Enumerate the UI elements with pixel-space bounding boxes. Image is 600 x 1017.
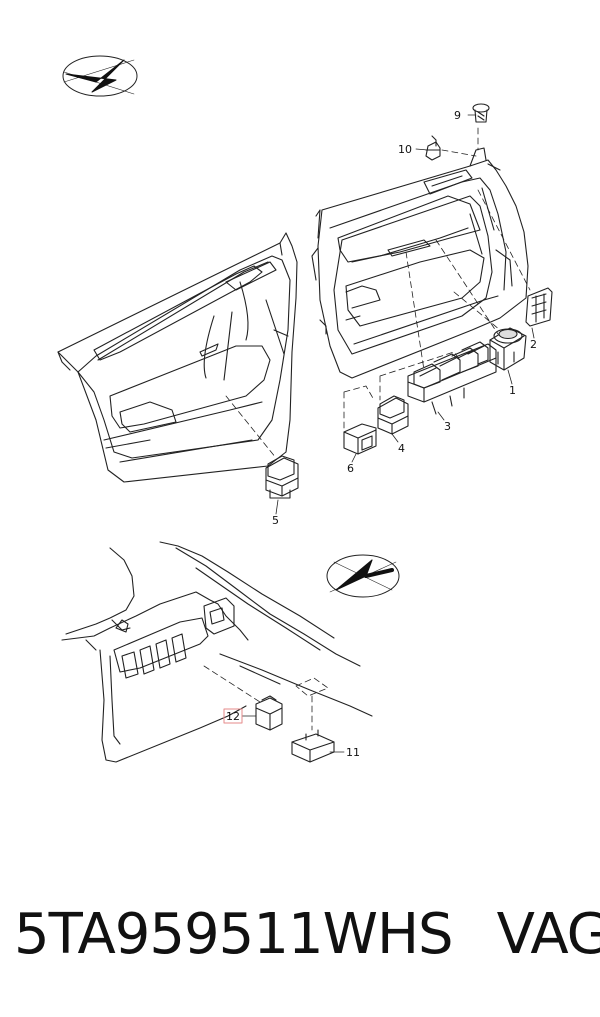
part-caption: 5TA959511WHS VAG	[14, 902, 600, 967]
part-2-switch	[525, 287, 553, 327]
part-11-lamp	[291, 729, 335, 763]
left-door-panel	[57, 232, 298, 483]
right-door-panel	[311, 147, 529, 379]
reference-lines	[225, 127, 531, 459]
callout-4: 4	[398, 442, 405, 455]
callout-6: 6	[347, 462, 354, 475]
callout-1: 1	[509, 384, 516, 397]
callout-5: 5	[272, 514, 279, 527]
reference-lines-lower	[203, 665, 329, 731]
direction-arrow-icon	[326, 554, 400, 598]
part-9-screw	[472, 103, 490, 123]
direction-arrow-icon	[62, 55, 138, 97]
part-number: 5TA959511WHS	[14, 902, 454, 967]
part-3-window-switch-block	[407, 341, 497, 415]
part-5-window-switch	[265, 455, 299, 499]
part-1-mirror-switch	[489, 327, 527, 371]
part-12-switch	[255, 695, 283, 731]
leader-lines	[241, 114, 535, 753]
callout-2: 2	[530, 338, 537, 351]
callout-3: 3	[444, 420, 451, 433]
callout-12: 12	[226, 710, 240, 723]
callout-11: 11	[346, 746, 360, 759]
callout-9: 9	[454, 109, 461, 122]
part-6-switch	[343, 423, 377, 455]
callout-10: 10	[398, 143, 412, 156]
brand-name: VAG	[496, 902, 600, 967]
trunk-trim-panel	[61, 541, 373, 763]
part-10-clip	[425, 135, 441, 161]
highlight-box-12	[223, 708, 243, 724]
part-4-window-switch	[377, 395, 409, 435]
